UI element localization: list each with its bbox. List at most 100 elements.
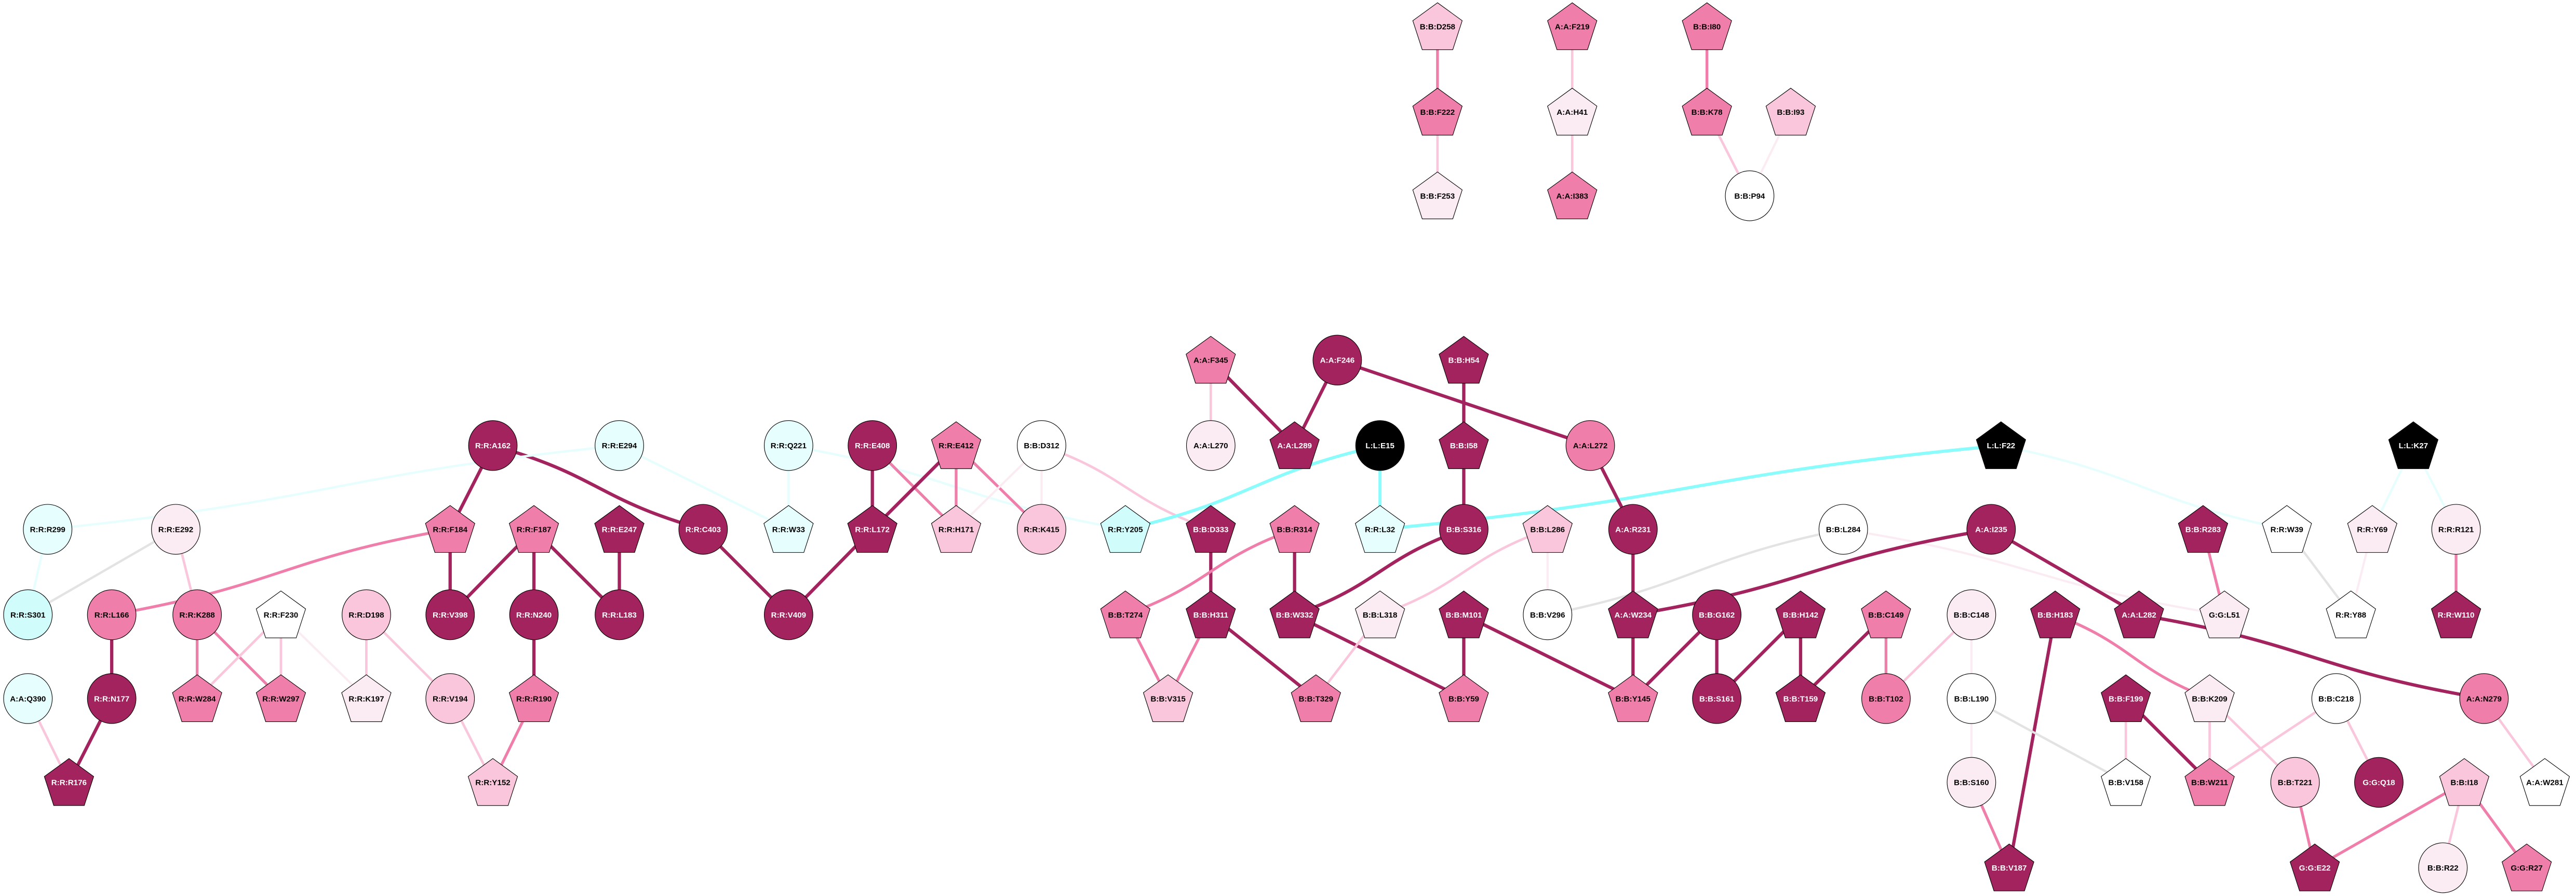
node-r-r-k288[interactable]: R:R:K288	[172, 589, 222, 640]
node-b-b-v187[interactable]: B:B:V187	[1984, 844, 2034, 891]
node-b-b-i18[interactable]: B:B:I18	[2439, 758, 2490, 806]
node-b-b-t221[interactable]: B:B:T221	[2270, 757, 2320, 808]
node-r-r-q221[interactable]: R:R:Q221	[763, 420, 813, 471]
node-b-b-l286[interactable]: B:B:L286	[1522, 505, 1573, 553]
node-b-b-t102[interactable]: B:B:T102	[1861, 673, 1911, 724]
node-a-a-l270[interactable]: A:A:L270	[1186, 420, 1236, 471]
node-b-b-h142[interactable]: B:B:H142	[1775, 591, 1826, 638]
node-r-r-r176[interactable]: R:R:R176	[44, 758, 95, 806]
node-r-r-n177[interactable]: R:R:N177	[87, 673, 137, 724]
node-r-r-y205[interactable]: R:R:Y205	[1100, 505, 1151, 553]
node-r-r-f184[interactable]: R:R:F184	[425, 505, 475, 553]
node-r-r-w110[interactable]: R:R:W110	[2431, 591, 2481, 638]
node-a-a-i235[interactable]: A:A:I235	[1966, 504, 2016, 555]
node-b-b-h183[interactable]: B:B:H183	[2030, 591, 2081, 638]
node-a-a-q390[interactable]: A:A:Q390	[3, 673, 53, 724]
node-b-b-i58[interactable]: B:B:I58	[1439, 421, 1489, 469]
node-a-a-w234[interactable]: A:A:W234	[1608, 591, 1658, 638]
node-b-b-p94[interactable]: B:B:P94	[1725, 170, 1775, 221]
node-r-r-a162[interactable]: R:R:A162	[468, 420, 518, 471]
node-l-l-k27[interactable]: L:L:K27	[2388, 421, 2439, 469]
node-b-b-v158[interactable]: B:B:V158	[2101, 758, 2151, 806]
node-a-a-f246[interactable]: A:A:F246	[1312, 335, 1362, 385]
node-r-r-l166[interactable]: R:R:L166	[87, 589, 137, 640]
node-r-r-w284[interactable]: R:R:W284	[172, 674, 222, 722]
node-r-r-f187[interactable]: R:R:F187	[508, 505, 559, 553]
node-g-g-l51[interactable]: G:G:L51	[2199, 591, 2250, 638]
node-a-a-i383[interactable]: A:A:I383	[1547, 171, 1598, 220]
node-r-r-l183[interactable]: R:R:L183	[595, 589, 644, 640]
node-r-r-l172[interactable]: R:R:L172	[847, 505, 897, 553]
node-b-b-l190[interactable]: B:B:L190	[1947, 673, 1996, 724]
node-r-r-v398[interactable]: R:R:V398	[425, 589, 475, 640]
node-b-b-i93[interactable]: B:B:I93	[1765, 88, 1816, 136]
node-r-r-e294[interactable]: R:R:E294	[595, 420, 644, 471]
node-r-r-w39[interactable]: R:R:W39	[2262, 505, 2312, 553]
node-r-r-y152[interactable]: R:R:Y152	[467, 758, 518, 806]
node-r-r-v409[interactable]: R:R:V409	[763, 589, 813, 640]
node-b-b-f222[interactable]: B:B:F222	[1412, 88, 1463, 136]
node-b-b-v296[interactable]: B:B:V296	[1523, 589, 1573, 640]
node-b-b-c148[interactable]: B:B:C148	[1947, 589, 1996, 640]
node-r-r-y88[interactable]: R:R:Y88	[2326, 591, 2376, 638]
node-a-a-l282[interactable]: A:A:L282	[2114, 591, 2164, 638]
node-b-b-g162[interactable]: B:B:G162	[1692, 589, 1741, 640]
node-r-r-w33[interactable]: R:R:W33	[763, 505, 814, 553]
node-b-b-s316[interactable]: B:B:S316	[1439, 504, 1488, 555]
node-r-r-s301[interactable]: R:R:S301	[3, 589, 53, 640]
node-b-b-d258[interactable]: B:B:D258	[1412, 2, 1463, 50]
node-b-b-f253[interactable]: B:B:F253	[1412, 171, 1463, 220]
node-b-b-l318[interactable]: B:B:L318	[1354, 591, 1405, 638]
node-b-b-h54[interactable]: B:B:H54	[1439, 336, 1489, 384]
node-b-b-s161[interactable]: B:B:S161	[1692, 673, 1741, 724]
node-b-b-f199[interactable]: B:B:F199	[2101, 674, 2151, 722]
node-b-b-c149[interactable]: B:B:C149	[1861, 591, 1911, 638]
node-r-r-w297[interactable]: R:R:W297	[256, 674, 306, 722]
node-b-b-r22[interactable]: B:B:R22	[2418, 842, 2468, 893]
node-r-r-h171[interactable]: R:R:H171	[931, 505, 982, 553]
node-r-r-e292[interactable]: R:R:E292	[151, 504, 200, 555]
node-b-b-d312[interactable]: B:B:D312	[1017, 420, 1066, 471]
node-r-r-n240[interactable]: R:R:N240	[509, 589, 559, 640]
node-b-b-c218[interactable]: B:B:C218	[2311, 673, 2361, 724]
node-b-b-t159[interactable]: B:B:T159	[1775, 674, 1826, 722]
node-r-r-r299[interactable]: R:R:R299	[23, 504, 73, 555]
node-a-a-w281[interactable]: A:A:W281	[2519, 758, 2570, 806]
node-b-b-v315[interactable]: B:B:V315	[1143, 674, 1193, 722]
node-r-r-d198[interactable]: R:R:D198	[342, 589, 391, 640]
node-b-b-k78[interactable]: B:B:K78	[1682, 88, 1732, 136]
node-r-r-l32[interactable]: R:R:L32	[1354, 505, 1405, 553]
node-b-b-w211[interactable]: B:B:W211	[2184, 758, 2235, 806]
node-b-b-k209[interactable]: B:B:K209	[2184, 674, 2235, 722]
node-b-b-l284[interactable]: B:B:L284	[1818, 504, 1868, 555]
node-l-l-e15[interactable]: L:L:E15	[1355, 420, 1405, 471]
node-g-g-r27[interactable]: G:G:R27	[2501, 844, 2552, 891]
node-b-b-r283[interactable]: B:B:R283	[2178, 505, 2229, 553]
node-g-g-q18[interactable]: G:G:Q18	[2354, 757, 2404, 808]
node-b-b-d333[interactable]: B:B:D333	[1186, 505, 1236, 553]
node-b-b-y59[interactable]: B:B:Y59	[1439, 674, 1489, 722]
node-r-r-e247[interactable]: R:R:E247	[594, 505, 645, 553]
node-r-r-r190[interactable]: R:R:R190	[508, 674, 559, 722]
node-r-r-k197[interactable]: R:R:K197	[341, 674, 392, 722]
node-r-r-f230[interactable]: R:R:F230	[256, 591, 306, 638]
node-b-b-h311[interactable]: B:B:H311	[1186, 591, 1236, 638]
node-b-b-r314[interactable]: B:B:R314	[1269, 505, 1320, 553]
node-r-r-e412[interactable]: R:R:E412	[931, 421, 982, 469]
node-b-b-t329[interactable]: B:B:T329	[1291, 674, 1341, 722]
node-r-r-r121[interactable]: R:R:R121	[2431, 504, 2481, 555]
node-a-a-h41[interactable]: A:A:H41	[1547, 88, 1598, 136]
node-b-b-s160[interactable]: B:B:S160	[1947, 757, 1996, 808]
node-b-b-i80[interactable]: B:B:I80	[1682, 2, 1732, 50]
node-a-a-f345[interactable]: A:A:F345	[1186, 336, 1236, 384]
node-r-r-e408[interactable]: R:R:E408	[848, 420, 897, 471]
node-b-b-w332[interactable]: B:B:W332	[1269, 591, 1320, 638]
node-r-r-c403[interactable]: R:R:C403	[678, 504, 728, 555]
node-l-l-f22[interactable]: L:L:F22	[1976, 421, 2027, 469]
node-a-a-l272[interactable]: A:A:L272	[1565, 420, 1615, 471]
node-b-b-t274[interactable]: B:B:T274	[1100, 591, 1151, 638]
node-r-r-y69[interactable]: R:R:Y69	[2347, 505, 2397, 553]
node-b-b-y145[interactable]: B:B:Y145	[1608, 674, 1658, 722]
node-a-a-r231[interactable]: A:A:R231	[1608, 504, 1658, 555]
node-a-a-n279[interactable]: A:A:N279	[2459, 673, 2509, 724]
